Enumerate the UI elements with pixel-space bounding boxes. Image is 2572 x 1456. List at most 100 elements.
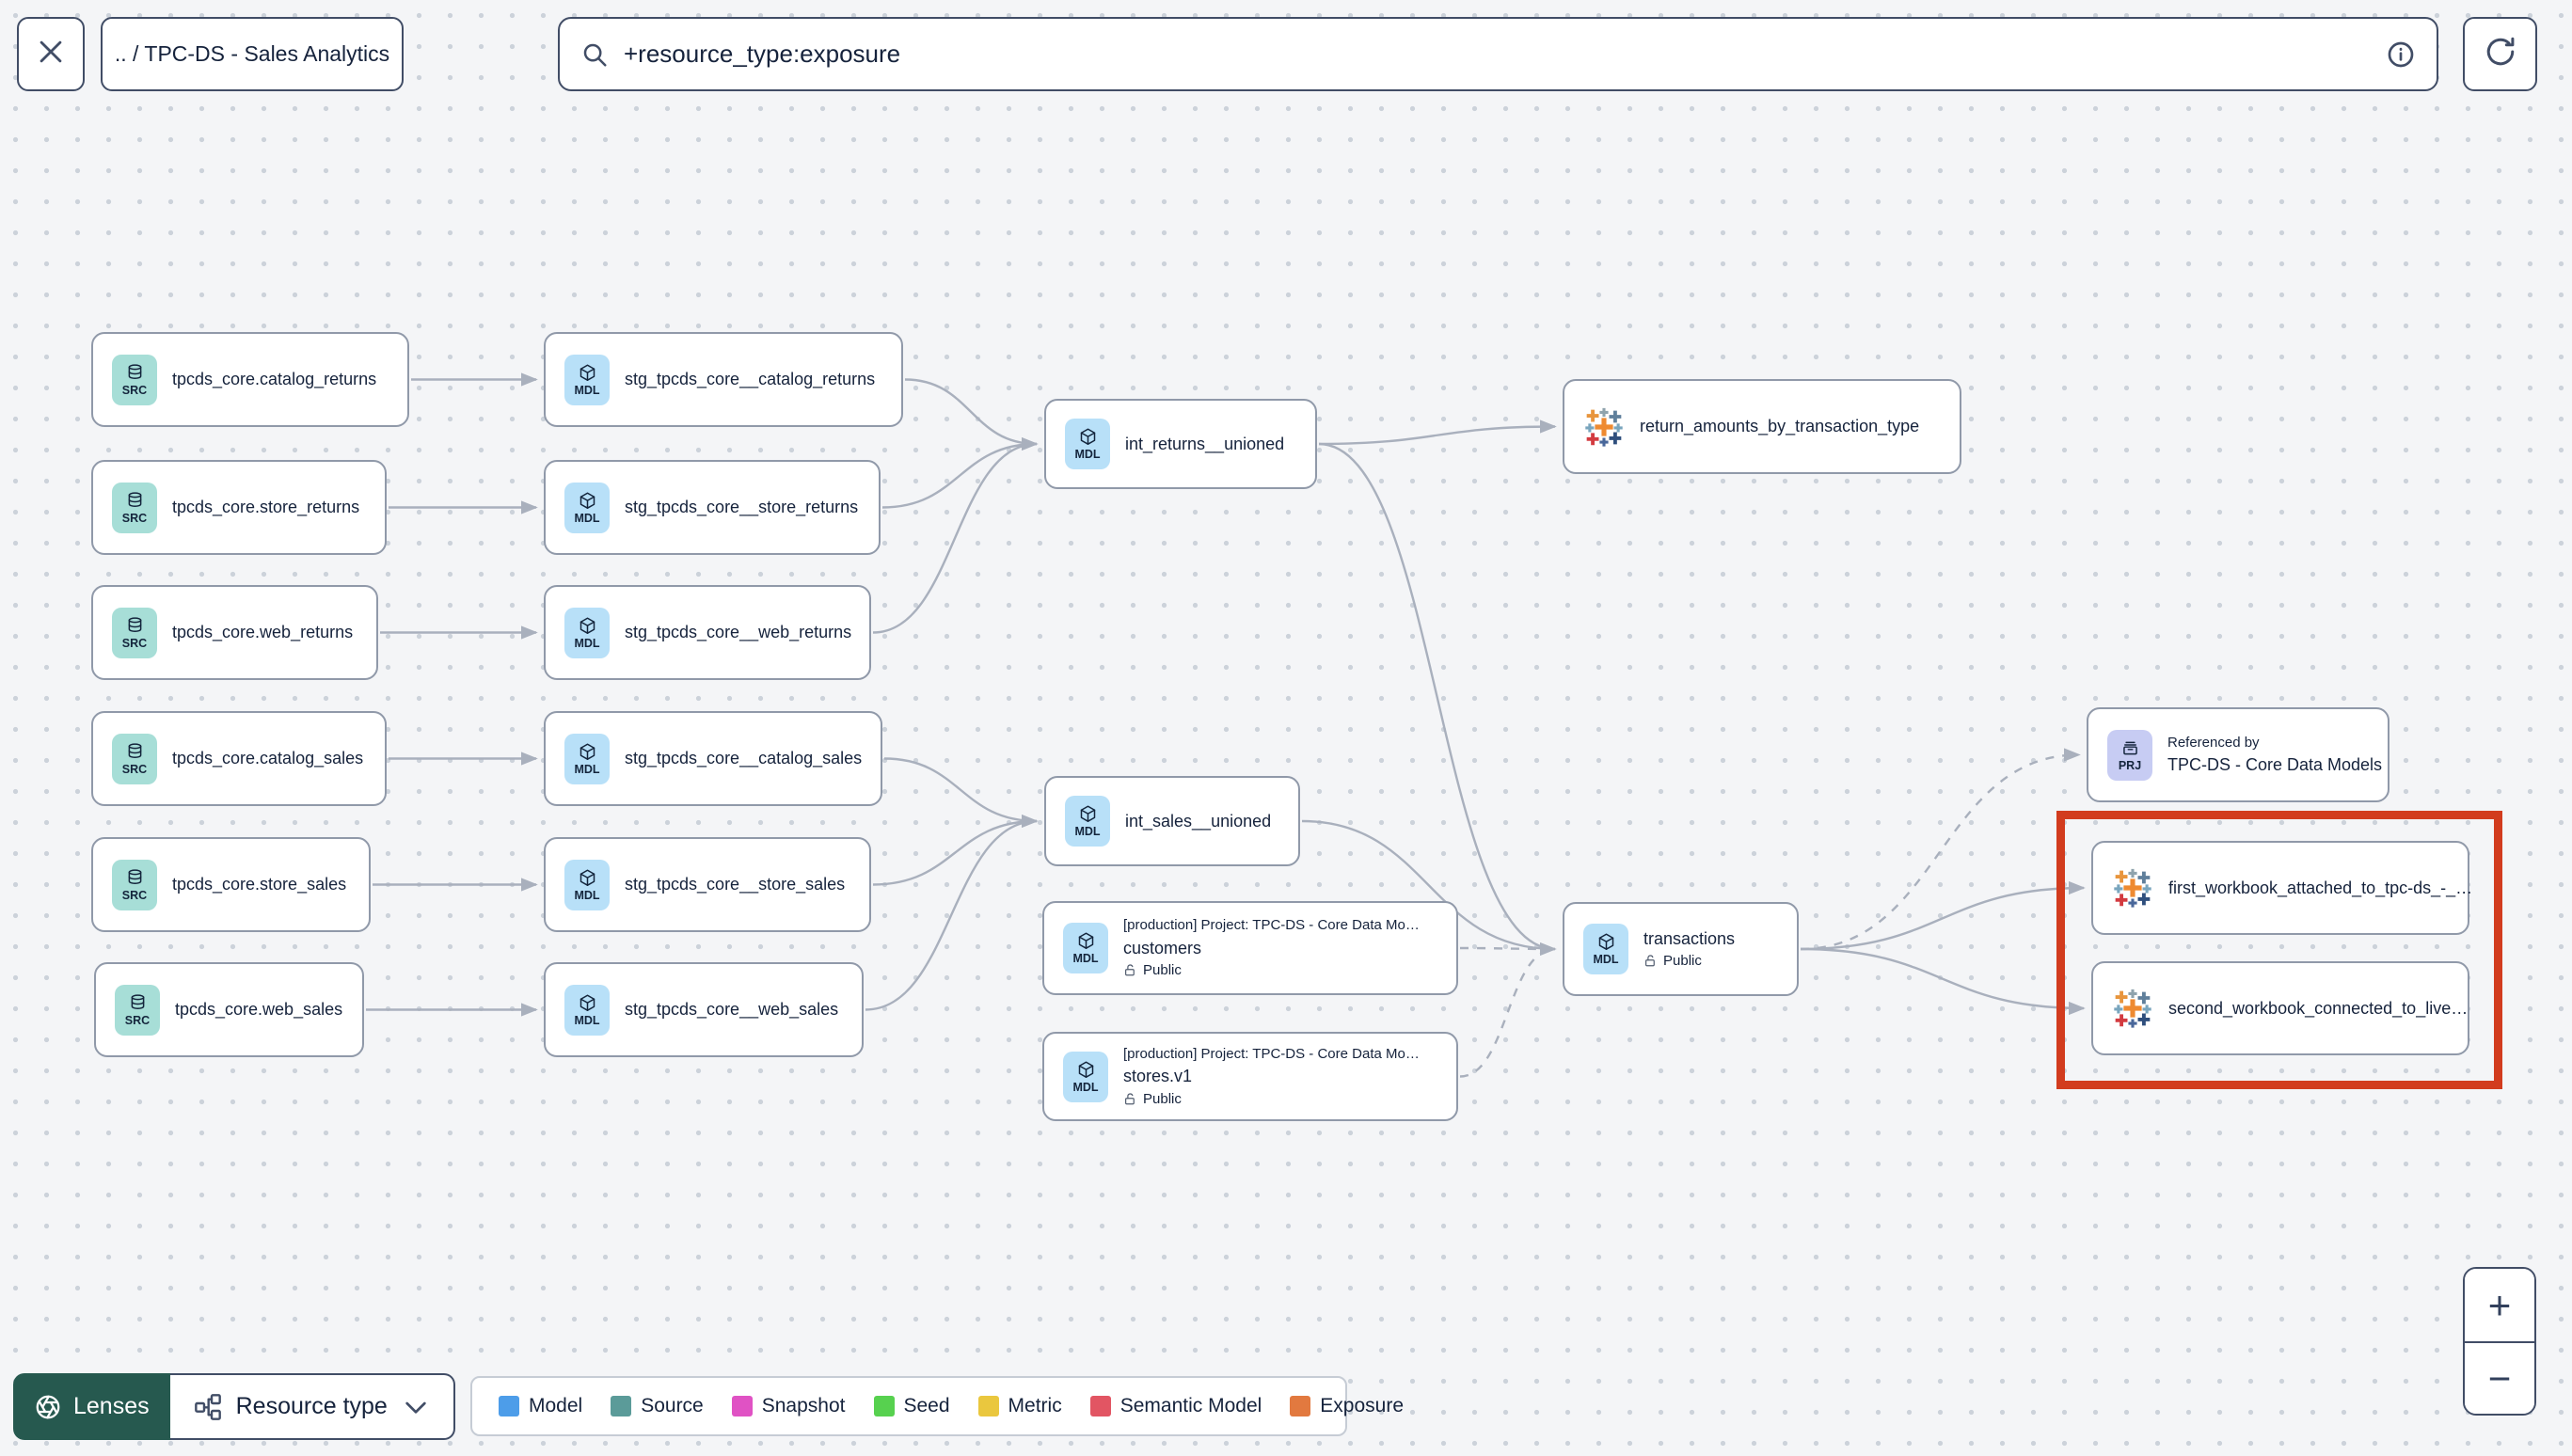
legend-swatch [611, 1396, 632, 1416]
access-label: Public [1143, 1090, 1182, 1107]
lineage-node-src1[interactable]: SRC tpcds_core.catalog_returns [91, 332, 409, 427]
legend-label: Seed [903, 1395, 950, 1416]
legend-item-source: Source [611, 1395, 704, 1417]
cube-icon-badge: MDL [1065, 796, 1110, 847]
node-label: second_workbook_connected_to_live… [2168, 998, 2469, 1018]
tableau-icon [2112, 988, 2153, 1029]
cube-icon-badge: MDL [564, 607, 610, 658]
legend-item-exposure: Exposure [1290, 1395, 1404, 1417]
node-subtitle: [production] Project: TPC-DS - Core Data… [1123, 917, 1420, 934]
lineage-node-stg4[interactable]: MDL stg_tpcds_core__catalog_sales [544, 711, 882, 806]
breadcrumb[interactable]: .. / TPC-DS - Sales Analytics [101, 17, 404, 91]
refresh-button[interactable] [2463, 17, 2537, 91]
legend-label: Source [641, 1395, 704, 1416]
legend-item-seed: Seed [873, 1395, 950, 1417]
lineage-node-wb1[interactable]: first_workbook_attached_to_tpc-ds_-_… [2091, 841, 2473, 935]
zoom-out-button[interactable]: − [2465, 1341, 2534, 1414]
database-icon-badge: SRC [112, 733, 157, 784]
access-label: Public [1143, 962, 1182, 979]
database-icon-badge: SRC [112, 859, 157, 910]
access-label: Public [1663, 953, 1702, 970]
node-label: stg_tpcds_core__web_returns [625, 623, 852, 642]
zoom-controls: + − [2463, 1267, 2536, 1416]
breadcrumb-label: .. / TPC-DS - Sales Analytics [114, 41, 390, 66]
lineage-node-stg3[interactable]: MDL stg_tpcds_core__web_returns [544, 585, 871, 680]
node-label: stores.v1 [1123, 1067, 1193, 1086]
resource-type-dropdown[interactable]: Resource type [169, 1373, 455, 1440]
legend-item-model: Model [499, 1395, 582, 1417]
legend-swatch [873, 1396, 895, 1416]
cube-icon-badge: MDL [564, 482, 610, 533]
legend-item-snapshot: Snapshot [731, 1395, 846, 1417]
lineage-node-wb2[interactable]: second_workbook_connected_to_live… [2091, 961, 2469, 1055]
lineage-node-src6[interactable]: SRC tpcds_core.web_sales [94, 962, 364, 1057]
lineage-node-stores[interactable]: MDL [production] Project: TPC-DS - Core D… [1042, 1032, 1458, 1121]
zoom-in-button[interactable]: + [2465, 1269, 2534, 1341]
database-icon-badge: SRC [112, 482, 157, 533]
node-label: first_workbook_attached_to_tpc-ds_-_… [2168, 878, 2473, 897]
legend-swatch [1290, 1396, 1311, 1416]
lineage-node-stg1[interactable]: MDL stg_tpcds_core__catalog_returns [544, 332, 903, 427]
refresh-icon [2484, 35, 2517, 73]
search-icon [580, 40, 609, 69]
search-input[interactable] [624, 40, 2371, 69]
node-label: transactions [1643, 928, 1736, 948]
legend-label: Semantic Model [1119, 1395, 1262, 1416]
lineage-node-intret[interactable]: MDL int_returns__unioned [1044, 399, 1317, 489]
aperture-icon [34, 1393, 62, 1421]
legend-label: Metric [1008, 1395, 1062, 1416]
database-icon-badge: SRC [112, 354, 157, 405]
node-label: TPC-DS - Core Data Models [2167, 755, 2383, 775]
lock-open-icon [1123, 963, 1137, 977]
node-label: stg_tpcds_core__catalog_returns [625, 370, 876, 389]
hierarchy-icon [193, 1392, 223, 1422]
tableau-icon [2112, 867, 2153, 909]
cube-icon-badge: MDL [1583, 924, 1628, 974]
legend-swatch [977, 1396, 999, 1416]
database-icon-badge: SRC [115, 984, 160, 1036]
archive-icon-badge: PRJ [2107, 729, 2152, 781]
node-label: stg_tpcds_core__store_returns [625, 498, 859, 517]
cube-icon-badge: MDL [1065, 419, 1110, 469]
lenses-label: Lenses [73, 1393, 150, 1419]
close-icon [35, 36, 67, 72]
lineage-node-ramt[interactable]: return_amounts_by_transaction_type [1563, 379, 1961, 474]
legend-label: Exposure [1320, 1395, 1405, 1416]
lineage-node-stg2[interactable]: MDL stg_tpcds_core__store_returns [544, 460, 881, 555]
node-label: tpcds_core.catalog_returns [172, 370, 377, 389]
node-label: stg_tpcds_core__web_sales [625, 1000, 839, 1020]
resource-type-label: Resource type [235, 1393, 388, 1419]
legend-label: Model [529, 1395, 583, 1416]
lock-open-icon [1123, 1092, 1137, 1106]
cube-icon-badge: MDL [564, 733, 610, 784]
node-label: int_returns__unioned [1125, 434, 1285, 453]
resource-type-legend: Model Source Snapshot Seed Metric Semantic Mo… [470, 1376, 1404, 1436]
node-label: customers [1123, 938, 1202, 957]
lineage-node-customers[interactable]: MDL[production] Project: TPC-DS - Core D… [1042, 901, 1458, 995]
cube-icon-badge: MDL [564, 354, 610, 405]
node-label: tpcds_core.web_sales [175, 1000, 343, 1020]
node-label: stg_tpcds_core__catalog_sales [625, 749, 863, 768]
chevron-down-icon [401, 1392, 431, 1422]
search-bar [558, 17, 2438, 91]
info-icon[interactable] [2386, 40, 2416, 70]
cube-icon-badge: MDL [564, 859, 610, 910]
node-subtitle: [production] Project: TPC-DS - Core Data… [1123, 1045, 1420, 1062]
lenses-button[interactable]: Lenses [13, 1373, 170, 1440]
node-label: tpcds_core.web_returns [172, 623, 354, 642]
close-button[interactable] [17, 17, 85, 91]
node-label: return_amounts_by_transaction_type [1640, 417, 1920, 436]
legend-item-metric: Metric [977, 1395, 1062, 1417]
cube-icon-badge: MDL [1063, 1051, 1108, 1102]
